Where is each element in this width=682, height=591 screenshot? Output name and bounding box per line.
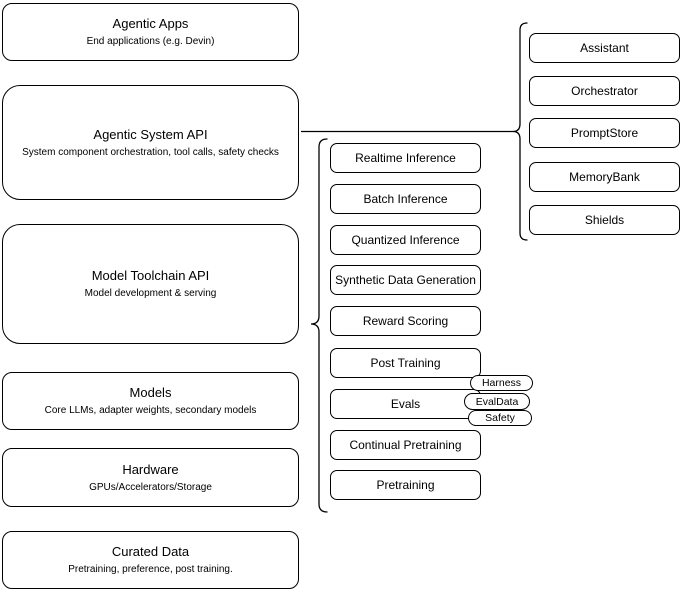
box-title: Hardware xyxy=(122,461,179,477)
node-quantized-inference: Quantized Inference xyxy=(330,225,481,255)
node-promptstore: PromptStore xyxy=(529,118,680,148)
box-model-toolchain-api: Model Toolchain API Model development & … xyxy=(2,224,299,344)
node-reward-scoring: Reward Scoring xyxy=(330,306,481,336)
node-shields: Shields xyxy=(529,205,680,235)
node-continual-pretraining: Continual Pretraining xyxy=(330,430,481,460)
box-title: Model Toolchain API xyxy=(91,268,210,283)
right-column-brace xyxy=(512,22,528,241)
tag-safety: Safety xyxy=(468,410,532,426)
box-subtitle: End applications (e.g. Devin) xyxy=(86,36,215,47)
box-agentic-system-api: Agentic System API System component orch… xyxy=(2,85,299,200)
node-assistant: Assistant xyxy=(529,33,680,63)
box-agentic-apps: Agentic Apps End applications (e.g. Devi… xyxy=(2,3,299,61)
node-memorybank: MemoryBank xyxy=(529,162,680,192)
box-title: Curated Data xyxy=(111,544,190,559)
node-orchestrator: Orchestrator xyxy=(529,76,680,106)
box-hardware: Hardware GPUs/Accelerators/Storage xyxy=(2,448,299,507)
middle-column-brace xyxy=(310,138,328,513)
box-subtitle: Pretraining, preference, post training. xyxy=(68,564,233,575)
node-batch-inference: Batch Inference xyxy=(330,184,481,214)
node-realtime-inference: Realtime Inference xyxy=(330,143,481,173)
box-title: Agentic Apps xyxy=(112,16,189,31)
box-subtitle: Core LLMs, adapter weights, secondary mo… xyxy=(44,405,257,416)
box-subtitle: Model development & serving xyxy=(84,288,217,299)
box-subtitle: GPUs/Accelerators/Storage xyxy=(89,481,212,493)
box-title: Models xyxy=(129,385,172,400)
box-title: Agentic System API xyxy=(93,126,208,142)
tag-harness: Harness xyxy=(470,375,533,391)
node-synthetic-data-generation: Synthetic Data Generation xyxy=(330,265,481,295)
node-post-training: Post Training xyxy=(330,348,481,378)
tag-evaldata: EvalData xyxy=(464,393,530,410)
node-evals: Evals xyxy=(330,389,481,419)
box-subtitle: System component orchestration, tool cal… xyxy=(22,146,279,158)
box-curated-data: Curated Data Pretraining, preference, po… xyxy=(2,531,299,589)
box-models: Models Core LLMs, adapter weights, secon… xyxy=(2,372,299,430)
node-pretraining: Pretraining xyxy=(330,470,481,500)
